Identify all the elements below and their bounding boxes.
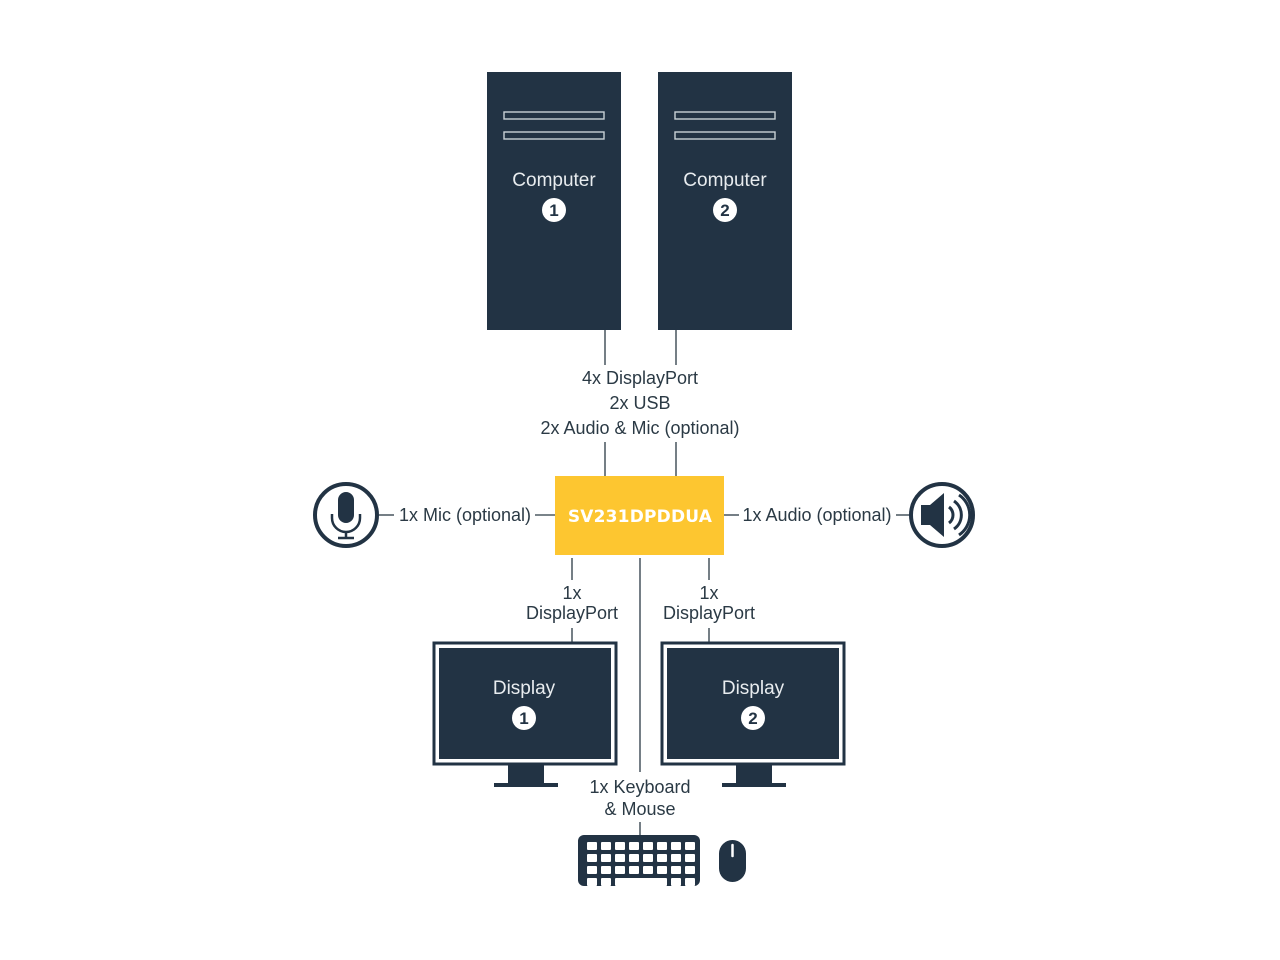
monitor-base-icon <box>494 783 558 787</box>
display-2-label: Display <box>722 678 785 699</box>
kvm-model-label: SV231DPDDUA <box>568 507 713 527</box>
computer-1-label: Computer <box>512 170 596 191</box>
keyboard-key <box>601 842 611 850</box>
link-usb: 2x USB <box>609 393 670 413</box>
monitor-stand-icon <box>508 764 544 783</box>
keyboard-key <box>657 842 667 850</box>
keyboard-key <box>587 866 597 874</box>
keyboard-key <box>629 842 639 850</box>
mic-label: 1x Mic (optional) <box>399 505 531 525</box>
keyboard-key <box>629 866 639 874</box>
keyboard-mouse-line-2: & Mouse <box>604 799 675 819</box>
microphone-icon <box>313 482 379 548</box>
keyboard-key <box>601 854 611 862</box>
mouse-icon <box>719 840 746 882</box>
keyboard-key <box>643 866 653 874</box>
display-2-link-type: DisplayPort <box>663 603 755 623</box>
display-2: Display 2 <box>660 641 846 787</box>
computer-1: Computer 1 <box>487 72 621 330</box>
keyboard-key <box>685 878 695 886</box>
display-1-link-label: 1x DisplayPort <box>526 583 618 623</box>
computer-1-number: 1 <box>549 201 558 220</box>
computer-2: Computer 2 <box>658 72 792 330</box>
drive-bay-icon <box>674 131 776 140</box>
number-badge-icon <box>542 198 566 222</box>
keyboard-key <box>615 854 625 862</box>
display-1-link-type: DisplayPort <box>526 603 618 623</box>
speaker: 1x Audio (optional) <box>724 482 975 548</box>
keyboard-mouse-line-1: 1x Keyboard <box>589 777 690 797</box>
keyboard-key <box>643 842 653 850</box>
keyboard-key <box>657 866 667 874</box>
keyboard-key <box>643 854 653 862</box>
keyboard-key <box>685 854 695 862</box>
display-2-number: 2 <box>748 709 757 728</box>
kvm-switch: SV231DPDDUA <box>555 476 724 555</box>
monitor-base-icon <box>722 783 786 787</box>
audio-label: 1x Audio (optional) <box>742 505 891 525</box>
drive-bay-icon <box>503 111 605 120</box>
keyboard-key <box>671 854 681 862</box>
keyboard-key <box>685 866 695 874</box>
keyboard-mouse-label: 1x Keyboard & Mouse <box>589 777 690 819</box>
keyboard-key <box>601 866 611 874</box>
display-1-number: 1 <box>519 709 528 728</box>
keyboard-key <box>629 854 639 862</box>
drive-bay-icon <box>503 131 605 140</box>
display-1: Display 1 <box>432 641 618 787</box>
keyboard-key <box>615 842 625 850</box>
link-displayport: 4x DisplayPort <box>582 368 698 388</box>
drive-bay-icon <box>674 111 776 120</box>
computer-link-labels: 4x DisplayPort 2x USB 2x Audio & Mic (op… <box>540 368 739 438</box>
keyboard-spacebar <box>615 878 667 886</box>
display-1-link-count: 1x <box>562 583 581 603</box>
keyboard-key <box>587 878 597 886</box>
number-badge-icon <box>713 198 737 222</box>
speaker-icon <box>909 482 975 548</box>
monitor-stand-icon <box>736 764 772 783</box>
display-2-link-count: 1x <box>699 583 718 603</box>
keyboard-key <box>671 842 681 850</box>
display-2-link-label: 1x DisplayPort <box>663 583 755 623</box>
keyboard-key <box>657 854 667 862</box>
microphone: 1x Mic (optional) <box>313 482 555 548</box>
keyboard-key <box>685 842 695 850</box>
number-badge-icon <box>741 706 765 730</box>
keyboard-key <box>601 878 611 886</box>
number-badge-icon <box>512 706 536 730</box>
keyboard-key <box>671 866 681 874</box>
computer-2-number: 2 <box>720 201 729 220</box>
keyboard-icon <box>578 835 700 886</box>
keyboard-key <box>587 842 597 850</box>
keyboard-key <box>671 878 681 886</box>
computer-2-label: Computer <box>683 170 767 191</box>
keyboard-key <box>587 854 597 862</box>
link-audio-mic: 2x Audio & Mic (optional) <box>540 418 739 438</box>
display-1-label: Display <box>493 678 556 699</box>
keyboard-key <box>615 866 625 874</box>
